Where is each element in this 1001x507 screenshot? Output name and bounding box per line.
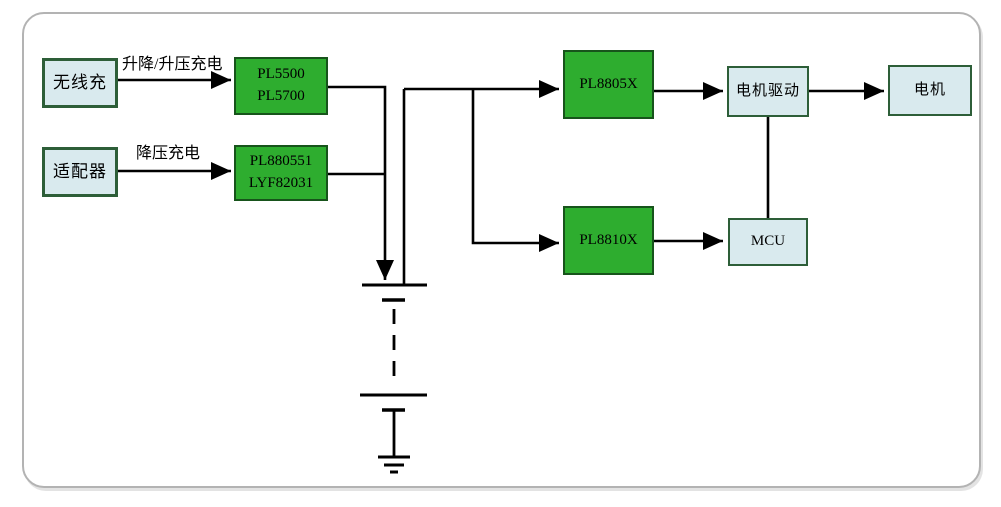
edge-label-adapter-charge-mode: 降压充电 [136,145,201,162]
node-wireless-charger: 无线充 [42,58,118,108]
node-charger-ic-pl880551-lyf82031: PL880551 LYF82031 [234,145,328,201]
node-motor-driver: 电机驱动 [727,66,809,117]
node-motor: 电机 [888,65,972,116]
node-label: 电机 [913,81,946,98]
node-label: PL8810X [579,231,638,248]
node-adapter: 适配器 [42,147,118,197]
wire-ic1-to-battery [328,85,394,280]
node-label-line1: PL5500 [257,66,305,83]
node-label-line2: LYF82031 [248,175,314,191]
node-label: PL8805X [579,75,638,92]
node-label: MCU [750,233,786,250]
node-label: 电机驱动 [735,82,800,99]
ground-icon [378,455,410,474]
node-label-line1: PL880551 [249,153,313,170]
node-charger-ic-pl5500-pl5700: PL5500 PL5700 [234,57,328,115]
node-load-ic-pl8810x: PL8810X [563,206,654,275]
edge-label-wireless-charge-mode: 升降/升压充电 [122,56,223,73]
node-label: 无线充 [53,72,107,92]
node-load-ic-pl8805x: PL8805X [563,50,654,119]
node-mcu: MCU [728,218,808,266]
battery-symbol [360,283,427,457]
node-label: 适配器 [53,161,107,181]
node-label-line2: PL5700 [257,88,305,104]
wire-battery-to-pl8810x [471,89,559,252]
